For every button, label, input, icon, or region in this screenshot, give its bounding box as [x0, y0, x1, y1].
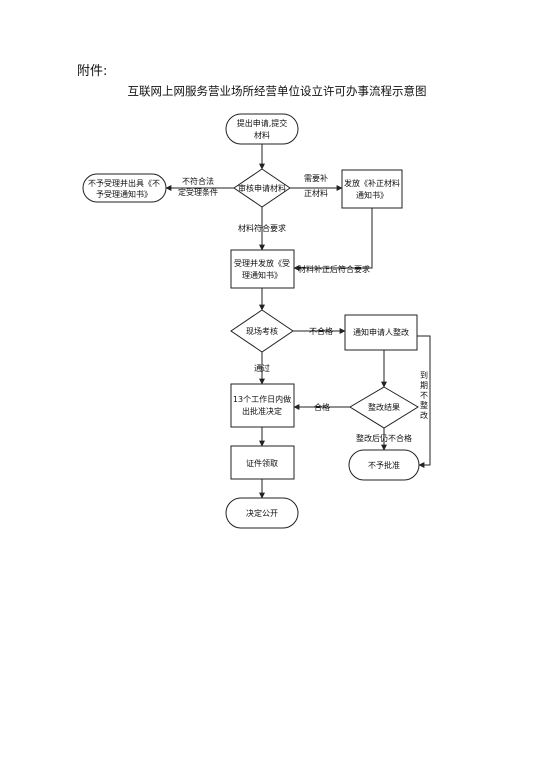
edge-overdue-not-approve: [417, 335, 431, 468]
node-not-accept-line2: 予受理通知书》: [96, 189, 152, 199]
node-notify-rectify-label: 通知申请人整改: [353, 327, 409, 337]
label-materials-ok: 材料符合要求: [238, 223, 286, 233]
label-need-supplement-line2: 正材料: [304, 188, 328, 198]
edge-labels: 不符合法 定受理条件 需要补 正材料 材料符合要求 材料补正后符合要求 不合格 …: [178, 173, 428, 443]
node-not-accept-line1: 不予受理并出具《不: [88, 178, 160, 188]
label-overdue-5: 改: [420, 410, 428, 420]
page-title: 互联网上网服务营业场所经营单位设立许可办事流程示意图: [127, 84, 427, 98]
label-passed: 通过: [254, 363, 270, 373]
label-not-meet-line1: 不符合法: [182, 176, 214, 186]
label-overdue-1: 到: [420, 371, 428, 380]
connectors: [165, 144, 431, 499]
node-review: 审核申请材料: [233, 168, 291, 208]
label-overdue-3: 不: [420, 391, 428, 400]
node-accept: 受理并发放《受 理通知书》: [230, 249, 295, 289]
label-not-meet-line2: 定受理条件: [178, 187, 218, 197]
node-inspection: 现场考核: [230, 309, 294, 353]
label-need-supplement-line1: 需要补: [304, 173, 328, 183]
attachment-label: 附件:: [77, 64, 108, 79]
node-collect-cert-label: 证件领取: [246, 458, 278, 468]
node-decision-line2: 出批准决定: [242, 406, 282, 416]
node-accept-line1: 受理并发放《受: [234, 258, 290, 268]
node-review-label: 审核申请材料: [238, 183, 286, 193]
node-accept-line2: 理通知书》: [242, 270, 282, 280]
node-not-approve-label: 不予批准: [368, 460, 400, 470]
node-submit: 提出申请,提交 材料: [225, 113, 299, 145]
node-decision-line1: 13个工作日内做: [233, 394, 291, 404]
label-supplement-ok: 材料补正后符合要求: [298, 264, 370, 274]
node-submit-line1: 提出申请,提交: [237, 118, 288, 128]
label-overdue-4: 整: [420, 400, 428, 410]
label-overdue-2: 期: [420, 381, 428, 390]
node-rectify-result-label: 整改结果: [368, 402, 400, 412]
label-still-unqualified: 整改后仍不合格: [356, 433, 412, 443]
node-issue-supplement: 发放《补正材料 通知书》: [341, 169, 403, 209]
node-not-approve: 不予批准: [348, 449, 420, 481]
node-submit-line2: 材料: [254, 130, 270, 140]
node-notify-rectify: 通知申请人整改: [344, 314, 418, 351]
label-qualified: 合格: [314, 402, 330, 412]
node-collect-cert: 证件领取: [230, 445, 295, 480]
node-not-accept: 不予受理并出具《不 予受理通知书》: [82, 173, 167, 203]
node-rectify-result: 整改结果: [349, 386, 419, 429]
node-issue-supplement-line2: 通知书》: [356, 190, 388, 200]
node-publish: 决定公开: [225, 497, 299, 529]
node-issue-supplement-line1: 发放《补正材料: [344, 178, 400, 188]
label-unqualified: 不合格: [309, 326, 333, 336]
node-publish-label: 决定公开: [246, 508, 278, 518]
node-decision: 13个工作日内做 出批准决定: [230, 383, 295, 428]
node-inspection-label: 现场考核: [246, 326, 278, 336]
edge-supplement-accept: [293, 208, 373, 271]
